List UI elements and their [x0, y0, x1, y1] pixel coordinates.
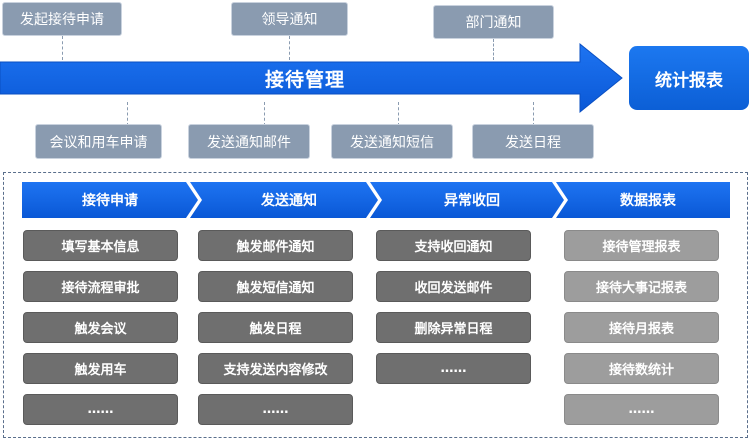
stage-3-item: 删除异常日程	[376, 312, 531, 343]
stage-3-item: 支持收回通知	[376, 230, 531, 261]
stage-label-data-report: 数据报表	[620, 193, 676, 209]
bottom-tag-send-schedule: 发送日程	[472, 124, 594, 159]
stage-chevron	[22, 182, 198, 218]
stage-1-item: ……	[23, 394, 178, 425]
top-tag-department-notice: 部门通知	[433, 5, 554, 39]
stats-report-box: 统计报表	[629, 46, 749, 110]
stage-label-send-notice: 发送通知	[261, 193, 317, 209]
stage-1-item: 填写基本信息	[23, 230, 178, 261]
stage-1-item: 触发会议	[23, 312, 178, 343]
connector-line	[533, 102, 534, 126]
stage-2-item: 触发邮件通知	[198, 230, 353, 261]
bottom-tag-send-sms: 发送通知短信	[331, 124, 453, 159]
stage-4-item: ……	[564, 394, 719, 425]
bottom-tag-meeting-car-request: 会议和用车申请	[35, 124, 162, 159]
stage-chevron	[190, 182, 378, 218]
connector-line	[398, 102, 399, 126]
stage-label-reception-request: 接待申请	[82, 193, 138, 209]
stage-2-item: 支持发送内容修改	[198, 353, 353, 384]
bottom-tag-send-email: 发送通知邮件	[188, 124, 310, 159]
stage-4-item: 接待管理报表	[564, 230, 719, 261]
stage-1-item: 接待流程审批	[23, 271, 178, 302]
stages-panel	[3, 172, 748, 438]
stage-2-item: 触发日程	[198, 312, 353, 343]
stage-chevron-bar	[22, 182, 730, 218]
stage-3-item: ……	[376, 353, 531, 384]
main-process-arrow	[0, 42, 623, 114]
stage-2-item: 触发短信通知	[198, 271, 353, 302]
main-arrow-label: 接待管理	[264, 68, 345, 91]
connector-line	[127, 102, 128, 126]
stage-4-item: 接待月报表	[564, 312, 719, 343]
stage-1-item: 触发用车	[23, 353, 178, 384]
connector-line	[493, 39, 494, 60]
stage-chevron	[556, 182, 730, 218]
stage-2-item: ……	[198, 394, 353, 425]
stage-4-item: 接待大事记报表	[564, 271, 719, 302]
top-tag-leader-notice: 领导通知	[231, 2, 348, 36]
connector-line	[62, 36, 63, 60]
stage-4-item: 接待数统计	[564, 353, 719, 384]
top-tag-initiate-request: 发起接待申请	[2, 2, 122, 36]
stage-3-item: 收回发送邮件	[376, 271, 531, 302]
connector-line	[264, 102, 265, 126]
stage-label-exception-recall: 异常收回	[444, 193, 500, 209]
connector-line	[289, 36, 290, 60]
stage-chevron	[370, 182, 564, 218]
